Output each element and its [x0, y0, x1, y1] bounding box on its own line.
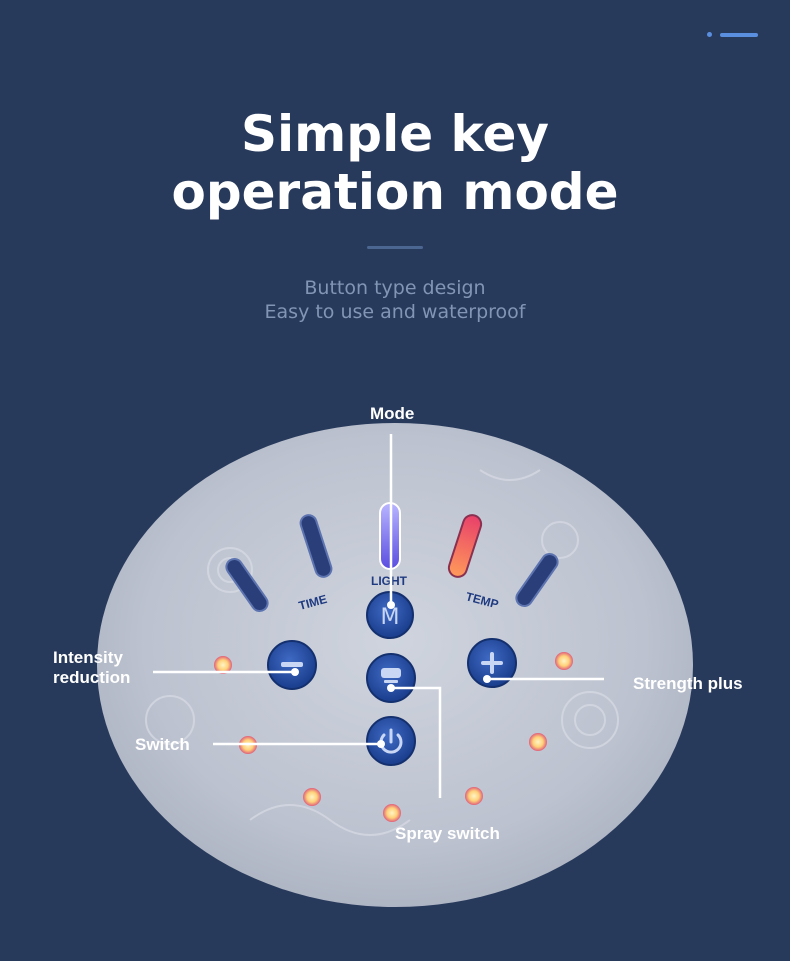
plus-button[interactable]	[467, 638, 517, 688]
power-button[interactable]	[366, 716, 416, 766]
spray-button[interactable]	[366, 653, 416, 703]
mode-button-label: M	[381, 605, 400, 630]
callout-switch: Switch	[135, 735, 190, 754]
title-line-2: operation mode	[171, 163, 619, 221]
plus-icon	[481, 652, 503, 674]
minus-button[interactable]	[267, 640, 317, 690]
light-label: LIGHT	[371, 574, 408, 588]
led-lights	[214, 652, 573, 822]
page-title: Simple key operation mode	[0, 105, 790, 221]
title-line-1: Simple key	[241, 105, 549, 163]
title-divider	[367, 246, 423, 249]
page-dot-active[interactable]	[720, 32, 758, 37]
subtitle-line-1: Button type design	[304, 277, 486, 299]
callout-strength-plus: Strength plus	[633, 674, 743, 693]
page-indicator[interactable]	[707, 32, 758, 37]
callout-dots	[291, 601, 491, 748]
callout-intensity-line-1: Intensity	[53, 648, 123, 667]
callout-intensity-line-2: reduction	[53, 668, 131, 687]
time-indicators	[225, 514, 333, 613]
mode-button[interactable]: M	[366, 591, 414, 639]
minus-icon	[281, 662, 303, 667]
callout-lines	[153, 434, 604, 798]
spray-icon	[381, 668, 401, 683]
subtitle: Button type design Easy to use and water…	[0, 276, 790, 324]
callout-spray-switch: Spray switch	[395, 824, 500, 843]
callout-mode: Mode	[370, 404, 415, 423]
subtitle-line-2: Easy to use and waterproof	[264, 301, 526, 323]
temp-indicators	[447, 514, 559, 608]
callout-intensity-reduction: Intensity reduction	[53, 648, 130, 688]
page-dot[interactable]	[707, 32, 712, 37]
